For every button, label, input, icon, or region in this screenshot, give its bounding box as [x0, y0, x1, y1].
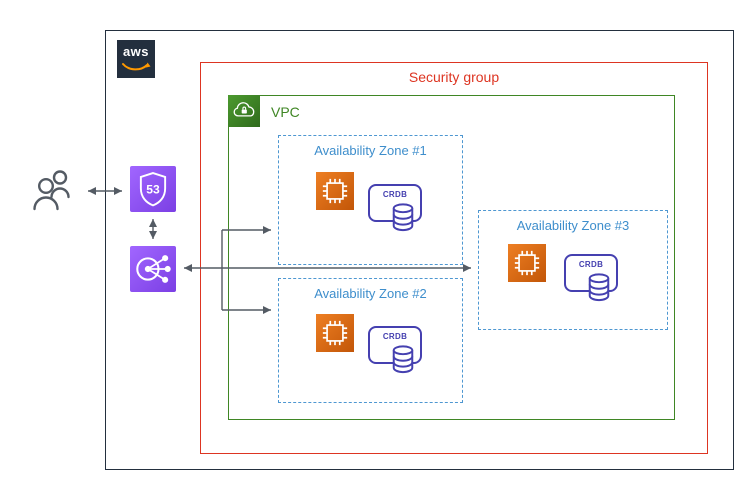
aws-logo: aws [117, 40, 155, 78]
crdb-node: CRDB [368, 326, 422, 374]
vpc-cloud-lock-glyph [233, 102, 255, 117]
crdb-label: CRDB [578, 260, 604, 269]
chip-glyph [514, 250, 540, 276]
ec2-instance-icon [316, 314, 354, 352]
crdb-label: CRDB [382, 190, 408, 199]
load-balancer-icon [130, 246, 176, 292]
security-group-boundary: Security group [200, 62, 708, 454]
vpc-icon [228, 95, 260, 127]
availability-zone-1-label: Availability Zone #1 [314, 143, 427, 158]
database-icon [392, 345, 414, 374]
ec2-instance-icon [316, 172, 354, 210]
load-balancer-glyph [136, 255, 171, 283]
route53-shield: 53 [139, 172, 167, 207]
vpc-boundary: VPC [228, 95, 675, 420]
route53-icon: 53 [130, 166, 176, 212]
users-icon [33, 170, 70, 211]
availability-zone-3: Availability Zone #3 [478, 210, 668, 330]
crdb-node: CRDB [564, 254, 618, 302]
aws-cloud-boundary [105, 30, 734, 470]
security-group-label: Security group [408, 69, 500, 85]
vpc-label: VPC [271, 104, 300, 120]
crdb-node: CRDB [368, 184, 422, 232]
availability-zone-3-label: Availability Zone #3 [516, 218, 630, 233]
aws-smile-icon [122, 62, 151, 71]
route53-label: 53 [146, 182, 160, 196]
chip-glyph [322, 320, 348, 346]
database-icon [588, 273, 610, 302]
ec2-instance-icon [508, 244, 546, 282]
availability-zone-2-label: Availability Zone #2 [314, 286, 427, 301]
crdb-label: CRDB [382, 332, 408, 341]
aws-logo-text: aws [122, 44, 150, 59]
database-icon [392, 203, 414, 232]
chip-glyph [322, 178, 348, 204]
availability-zone-2: Availability Zone #2 [278, 278, 463, 403]
